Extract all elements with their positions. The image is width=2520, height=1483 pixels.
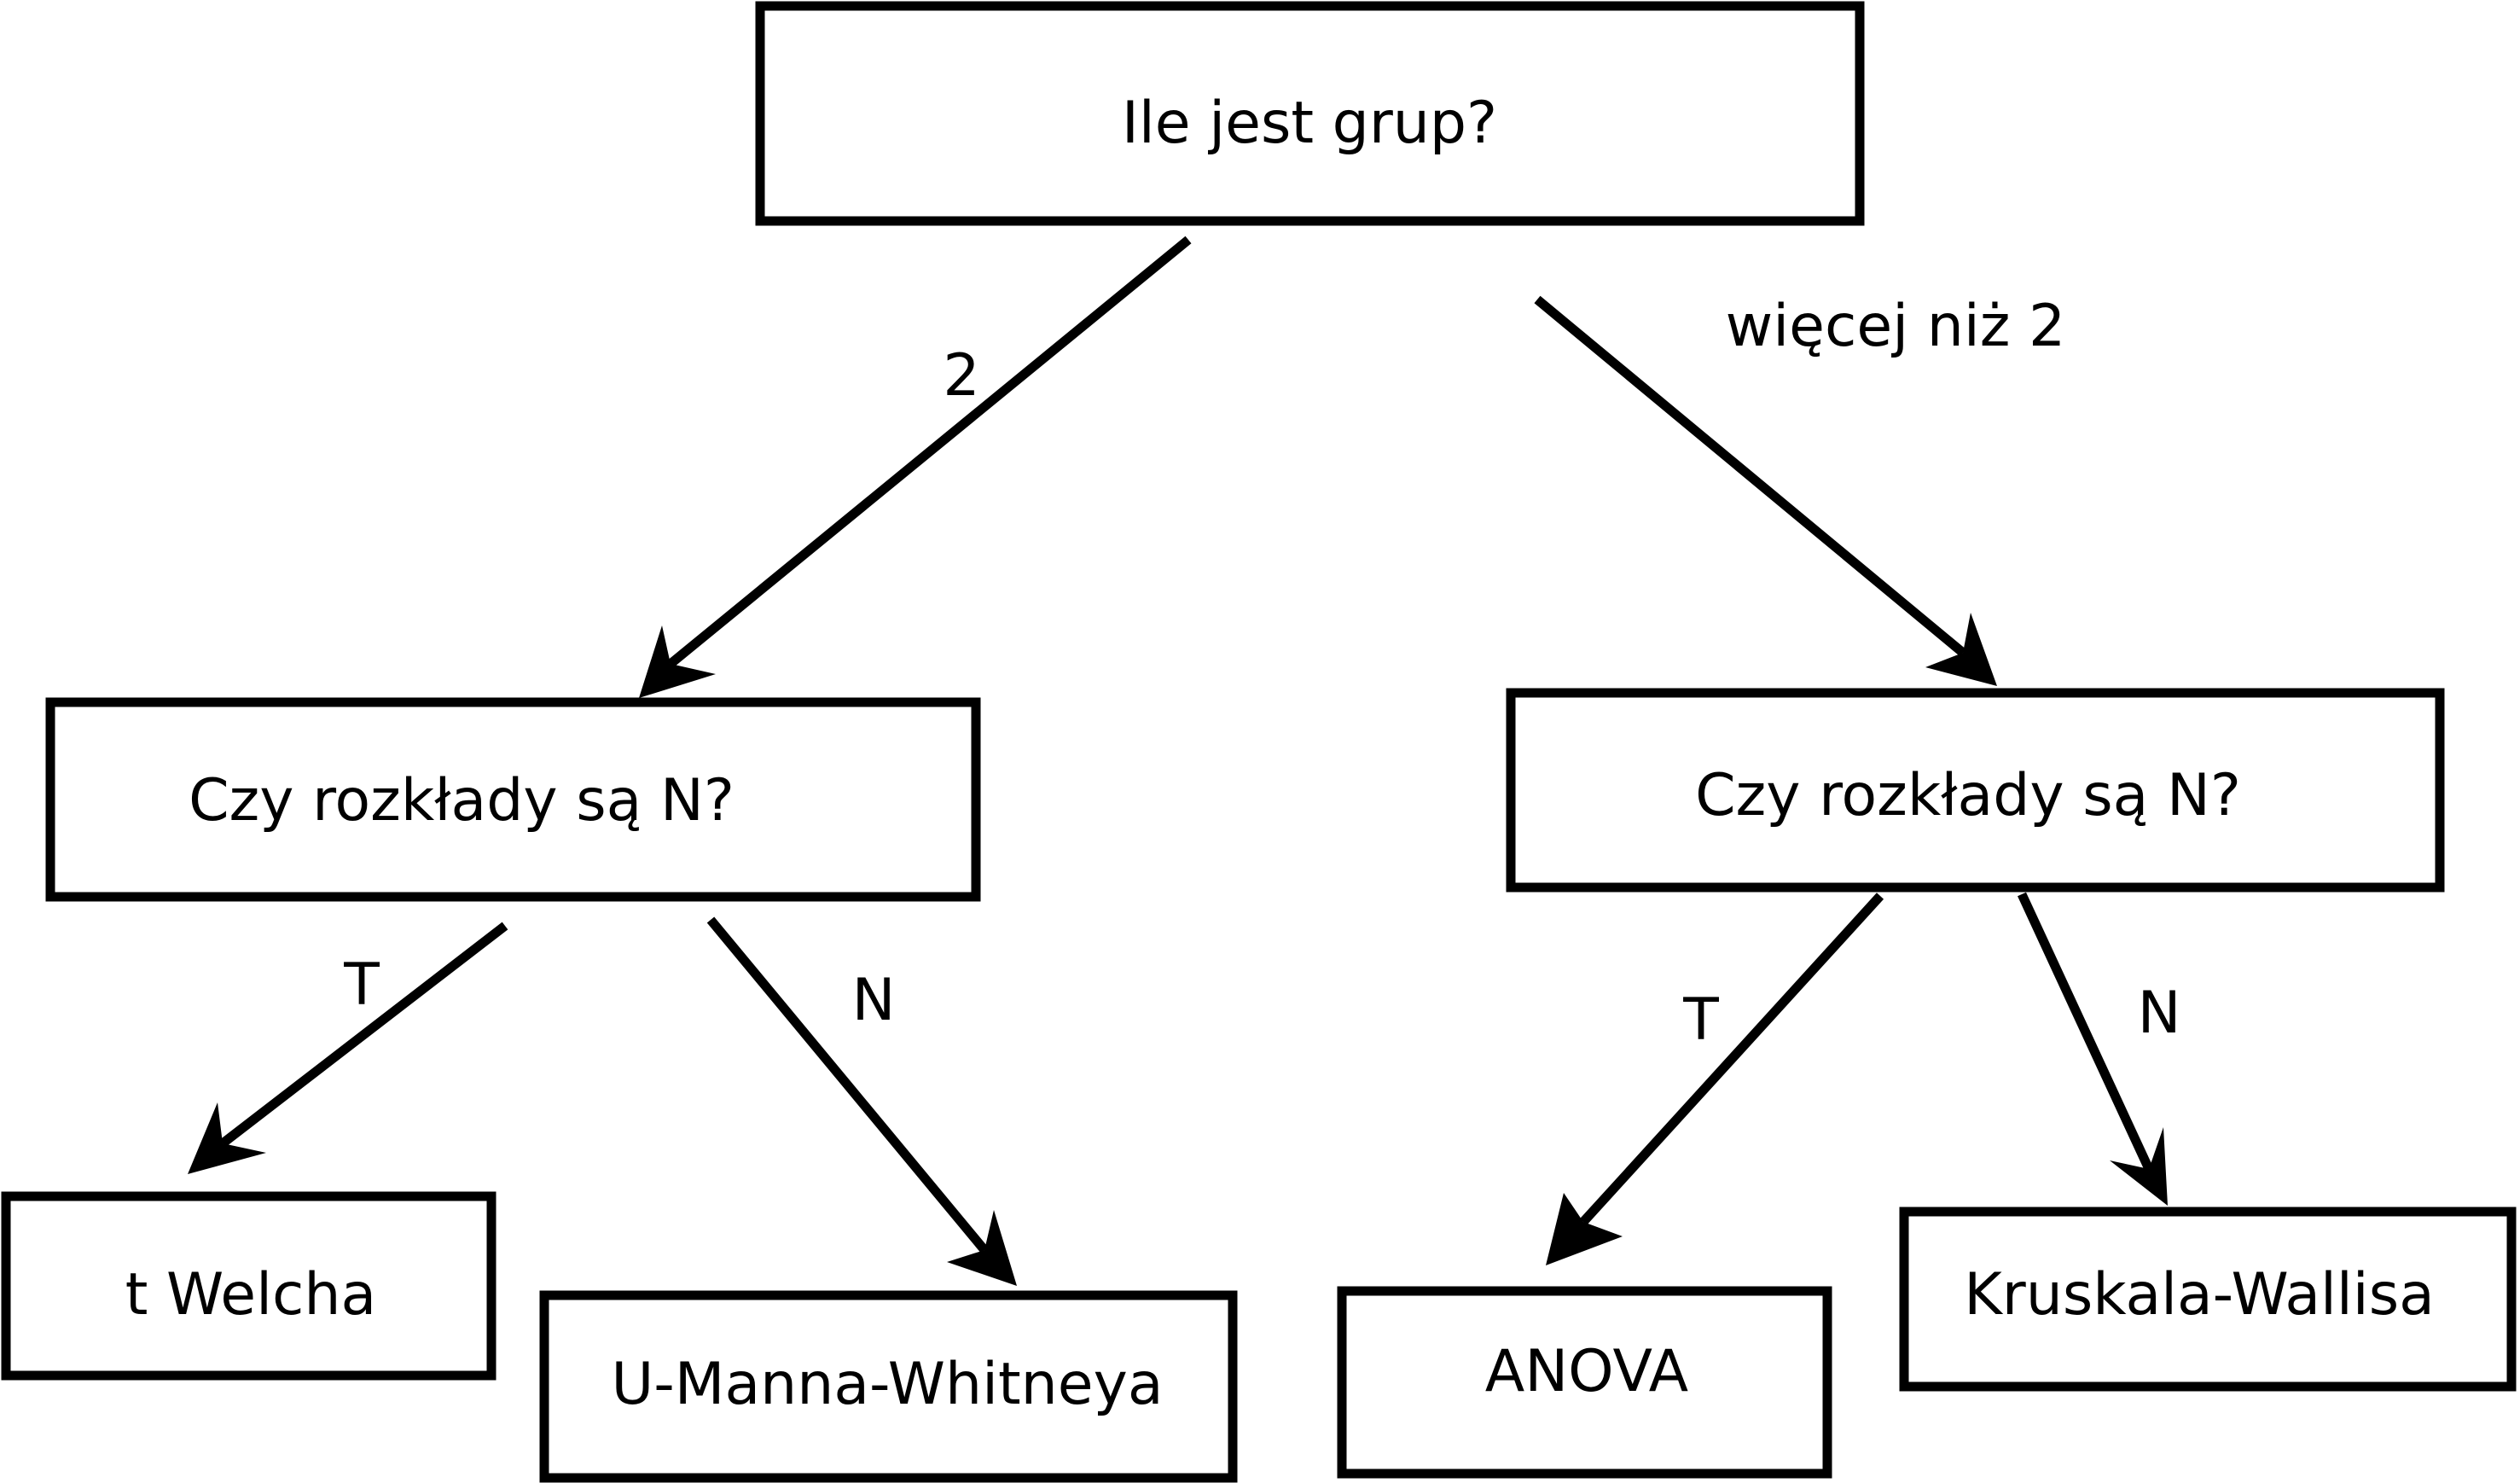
node-right-question-label: Czy rozkłady są N? (1695, 762, 2241, 829)
arrowhead-icon (1925, 613, 1997, 686)
edge-left-to-mann-whitney (706, 916, 1017, 1286)
node-left-question: Czy rozkłady są N? (45, 697, 981, 902)
node-root-label: Ile jest grup? (1122, 90, 1497, 157)
node-mann-whitney-label: U-Manna-Whitneya (611, 1351, 1163, 1418)
node-kruskal-wallis-label: Kruskala-Wallisa (1964, 1261, 2435, 1329)
edge-label-t-right: T (1682, 986, 1719, 1054)
edge-right-to-kruskal-wallis (2018, 892, 2168, 1206)
edge-label-n-left: N (852, 967, 896, 1034)
edge-label-t-left: T (343, 951, 380, 1019)
arrowhead-icon (639, 625, 716, 698)
edge-label-two: 2 (943, 342, 979, 410)
edge-root-to-right (1534, 295, 1997, 686)
node-mann-whitney: U-Manna-Whitneya (539, 1290, 1238, 1483)
arrowhead-icon (188, 1102, 266, 1174)
arrowhead-icon (2110, 1127, 2168, 1206)
node-kruskal-wallis: Kruskala-Wallisa (1899, 1207, 2517, 1392)
node-anova-label: ANOVA (1485, 1338, 1688, 1405)
node-root: Ile jest grup? (755, 1, 1865, 226)
arrowhead-icon (1546, 1193, 1623, 1265)
node-t-welch-label: t Welcha (125, 1261, 376, 1329)
node-t-welch: t Welcha (1, 1191, 496, 1381)
node-anova: ANOVA (1337, 1286, 1832, 1479)
edge-root-to-left (639, 236, 1192, 698)
edge-right-to-anova (1546, 893, 1884, 1265)
edge-label-more-than-two: więcej niż 2 (1726, 293, 2066, 360)
node-left-question-label: Czy rozkłady są N? (189, 767, 735, 835)
edge-label-n-right: N (2138, 980, 2181, 1047)
arrowhead-icon (947, 1210, 1017, 1286)
edge-left-to-t-welch (188, 922, 508, 1174)
node-right-question: Czy rozkłady są N? (1506, 688, 2445, 893)
